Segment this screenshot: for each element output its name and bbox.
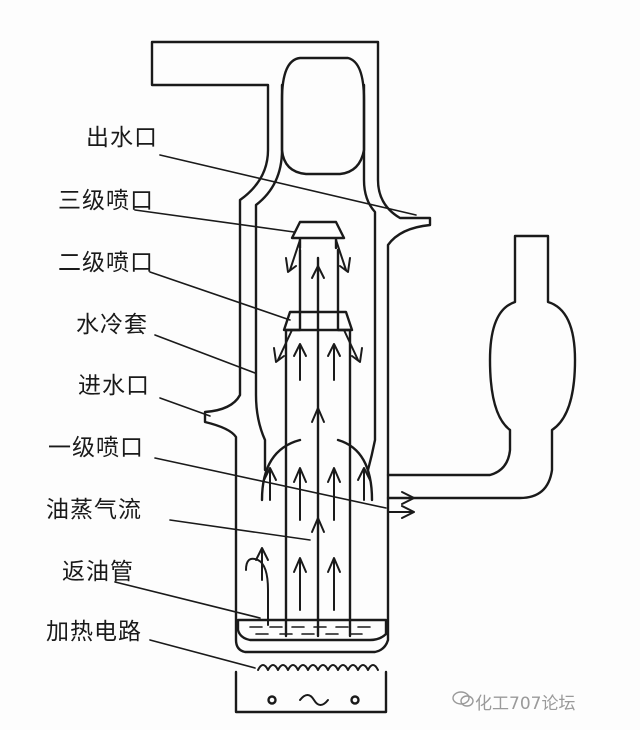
- oil-pool: [236, 618, 388, 642]
- watermark-text: 化工707论坛: [475, 694, 576, 714]
- leader-lines: [114, 154, 417, 669]
- pump-body-outline: [150, 40, 432, 654]
- second-stage-nozzle: [282, 310, 354, 332]
- label-water-jacket: 水冷套: [76, 312, 148, 338]
- chat-bubble-icon: [452, 691, 474, 707]
- heating-circuit-box: [234, 670, 388, 714]
- label-third-nozzle: 三级喷口: [58, 188, 154, 214]
- water-jacket-inner-left: [254, 83, 284, 472]
- label-second-nozzle: 二级喷口: [58, 250, 154, 276]
- label-first-nozzle: 一级喷口: [48, 435, 144, 461]
- terminal-right: [350, 695, 360, 705]
- vapor-arrows: [255, 239, 415, 611]
- foreline-pipe: [386, 234, 577, 500]
- label-water-outlet: 出水口: [86, 125, 158, 151]
- label-water-inlet: 进水口: [78, 373, 150, 399]
- oil-return-pipe: [245, 557, 269, 626]
- terminal-left: [267, 695, 277, 705]
- label-oil-vapor-flow: 油蒸气流: [46, 497, 142, 523]
- third-stage-nozzle: [290, 220, 346, 250]
- water-jacket-inner-right: [362, 83, 377, 472]
- label-heating-circuit: 加热电路: [46, 619, 142, 645]
- first-stage-nozzle-bell: [260, 438, 374, 502]
- label-oil-return-pipe: 返油管: [62, 559, 134, 585]
- heater-coil: [257, 664, 379, 671]
- oil-ripples: [249, 626, 371, 635]
- baffle-oval: [280, 56, 366, 176]
- ac-symbol: [299, 694, 329, 706]
